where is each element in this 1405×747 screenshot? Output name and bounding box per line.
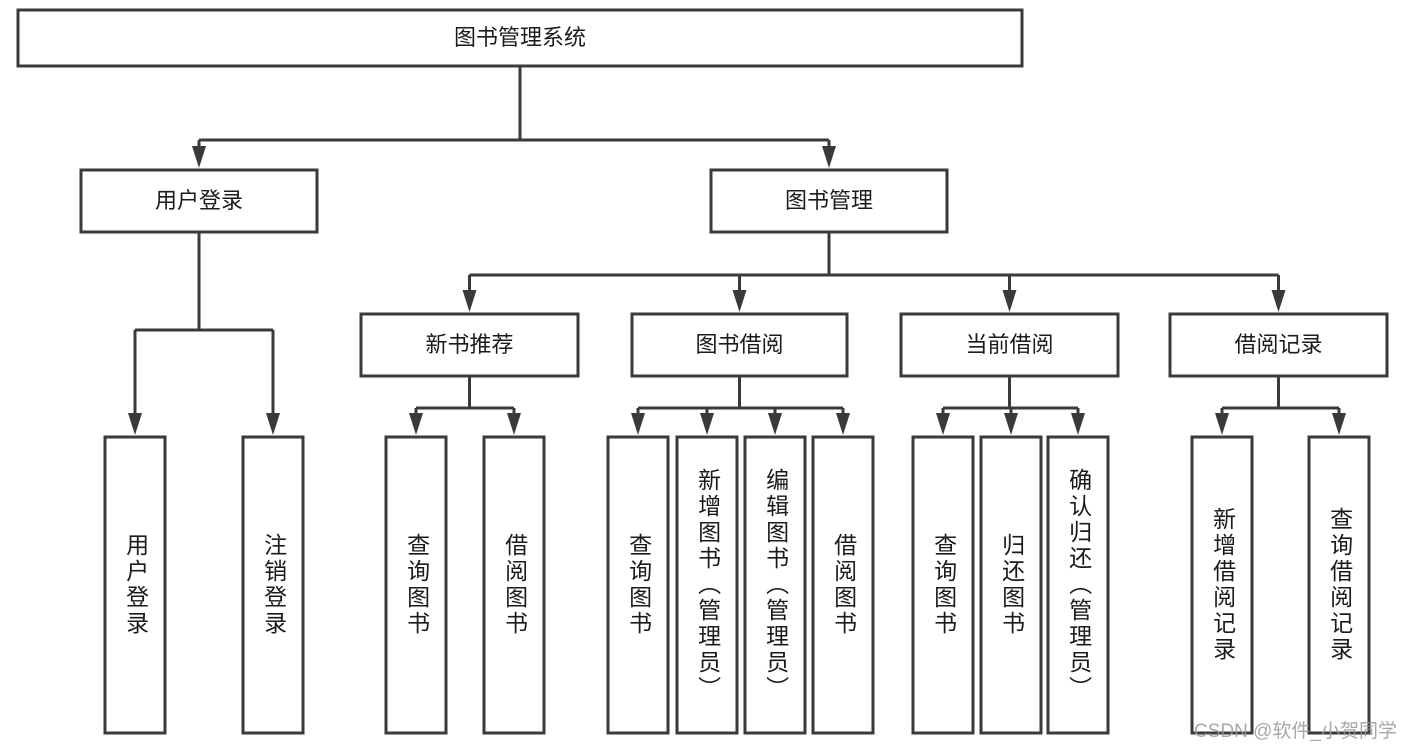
node-box[interactable]: [675, 435, 739, 735]
node-box[interactable]: [979, 435, 1043, 735]
leaf-node-leaf-confirm-return[interactable]: [1046, 435, 1110, 735]
user-login-fan-branch-0: [128, 330, 142, 435]
nbr-fan-branch-0: [409, 408, 423, 435]
node-label: 新书推荐: [425, 332, 513, 357]
root-fan-branch-0: [192, 140, 206, 168]
level3-node-current-borrow[interactable]: [899, 312, 1120, 378]
box-layer: [16, 8, 1389, 735]
cb-fan-branch-1: [1004, 408, 1018, 435]
node-box[interactable]: [16, 8, 1024, 68]
node-box[interactable]: [1168, 312, 1389, 378]
node-box[interactable]: [743, 435, 807, 735]
leaf-node-leaf-user-login[interactable]: [103, 435, 167, 735]
node-box[interactable]: [384, 435, 448, 735]
node-box[interactable]: [899, 312, 1120, 378]
br-fan-branch-0: [1215, 408, 1229, 435]
node-box[interactable]: [811, 435, 875, 735]
level2-node-book-manage[interactable]: [709, 168, 949, 234]
leaf-node-leaf-borrow-book-nb[interactable]: [482, 435, 546, 735]
leaf-node-leaf-add-book[interactable]: [675, 435, 739, 735]
node-label: 借阅记录: [1234, 332, 1322, 357]
node-box[interactable]: [103, 435, 167, 735]
node-box[interactable]: [1046, 435, 1110, 735]
level3-node-book-borrow[interactable]: [630, 312, 849, 378]
bb-fan-branch-1: [700, 408, 714, 435]
book-manage-fan-branch-3: [1271, 275, 1286, 312]
root-node-图书管理系统[interactable]: [16, 8, 1024, 68]
book-manage-fan-branch-2: [1002, 275, 1017, 312]
leaf-node-leaf-add-record[interactable]: [1190, 435, 1254, 735]
connector-layer: [128, 66, 1346, 435]
node-label: 当前借阅: [965, 332, 1053, 357]
br-fan-branch-1: [1332, 408, 1346, 435]
node-box[interactable]: [482, 435, 546, 735]
leaf-node-leaf-query-record[interactable]: [1307, 435, 1371, 735]
node-label: 图书管理系统: [454, 25, 586, 50]
level3-node-new-book-recommend[interactable]: [359, 312, 580, 378]
node-box[interactable]: [359, 312, 580, 378]
node-box[interactable]: [79, 168, 319, 234]
bb-fan-branch-0: [631, 408, 645, 435]
nbr-fan-branch-1: [507, 408, 521, 435]
node-box[interactable]: [630, 312, 849, 378]
node-box[interactable]: [911, 435, 975, 735]
cb-fan-branch-0: [936, 408, 950, 435]
root-fan-branch-1: [822, 140, 836, 168]
leaf-node-leaf-query-book-nb[interactable]: [384, 435, 448, 735]
leaf-node-leaf-borrow-book-bb[interactable]: [811, 435, 875, 735]
user-login-fan-branch-1: [266, 330, 280, 435]
bb-fan-branch-2: [768, 408, 782, 435]
leaf-node-leaf-return-book[interactable]: [979, 435, 1043, 735]
node-box[interactable]: [241, 435, 305, 735]
node-box[interactable]: [1190, 435, 1254, 735]
leaf-node-leaf-logout[interactable]: [241, 435, 305, 735]
leaf-node-leaf-edit-book[interactable]: [743, 435, 807, 735]
node-box[interactable]: [1307, 435, 1371, 735]
node-box[interactable]: [709, 168, 949, 234]
leaf-node-leaf-query-book-bb[interactable]: [606, 435, 670, 735]
node-label: 图书借阅: [695, 332, 783, 357]
leaf-node-leaf-query-book-cb[interactable]: [911, 435, 975, 735]
node-label: 用户登录: [155, 188, 243, 213]
node-box[interactable]: [606, 435, 670, 735]
bb-fan-branch-3: [836, 408, 850, 435]
cb-fan-branch-2: [1071, 408, 1085, 435]
level2-node-user-login[interactable]: [79, 168, 319, 234]
node-label: 图书管理: [785, 188, 873, 213]
book-manage-fan-branch-1: [732, 275, 747, 312]
book-manage-fan-branch-0: [462, 275, 477, 312]
level3-node-borrow-record[interactable]: [1168, 312, 1389, 378]
